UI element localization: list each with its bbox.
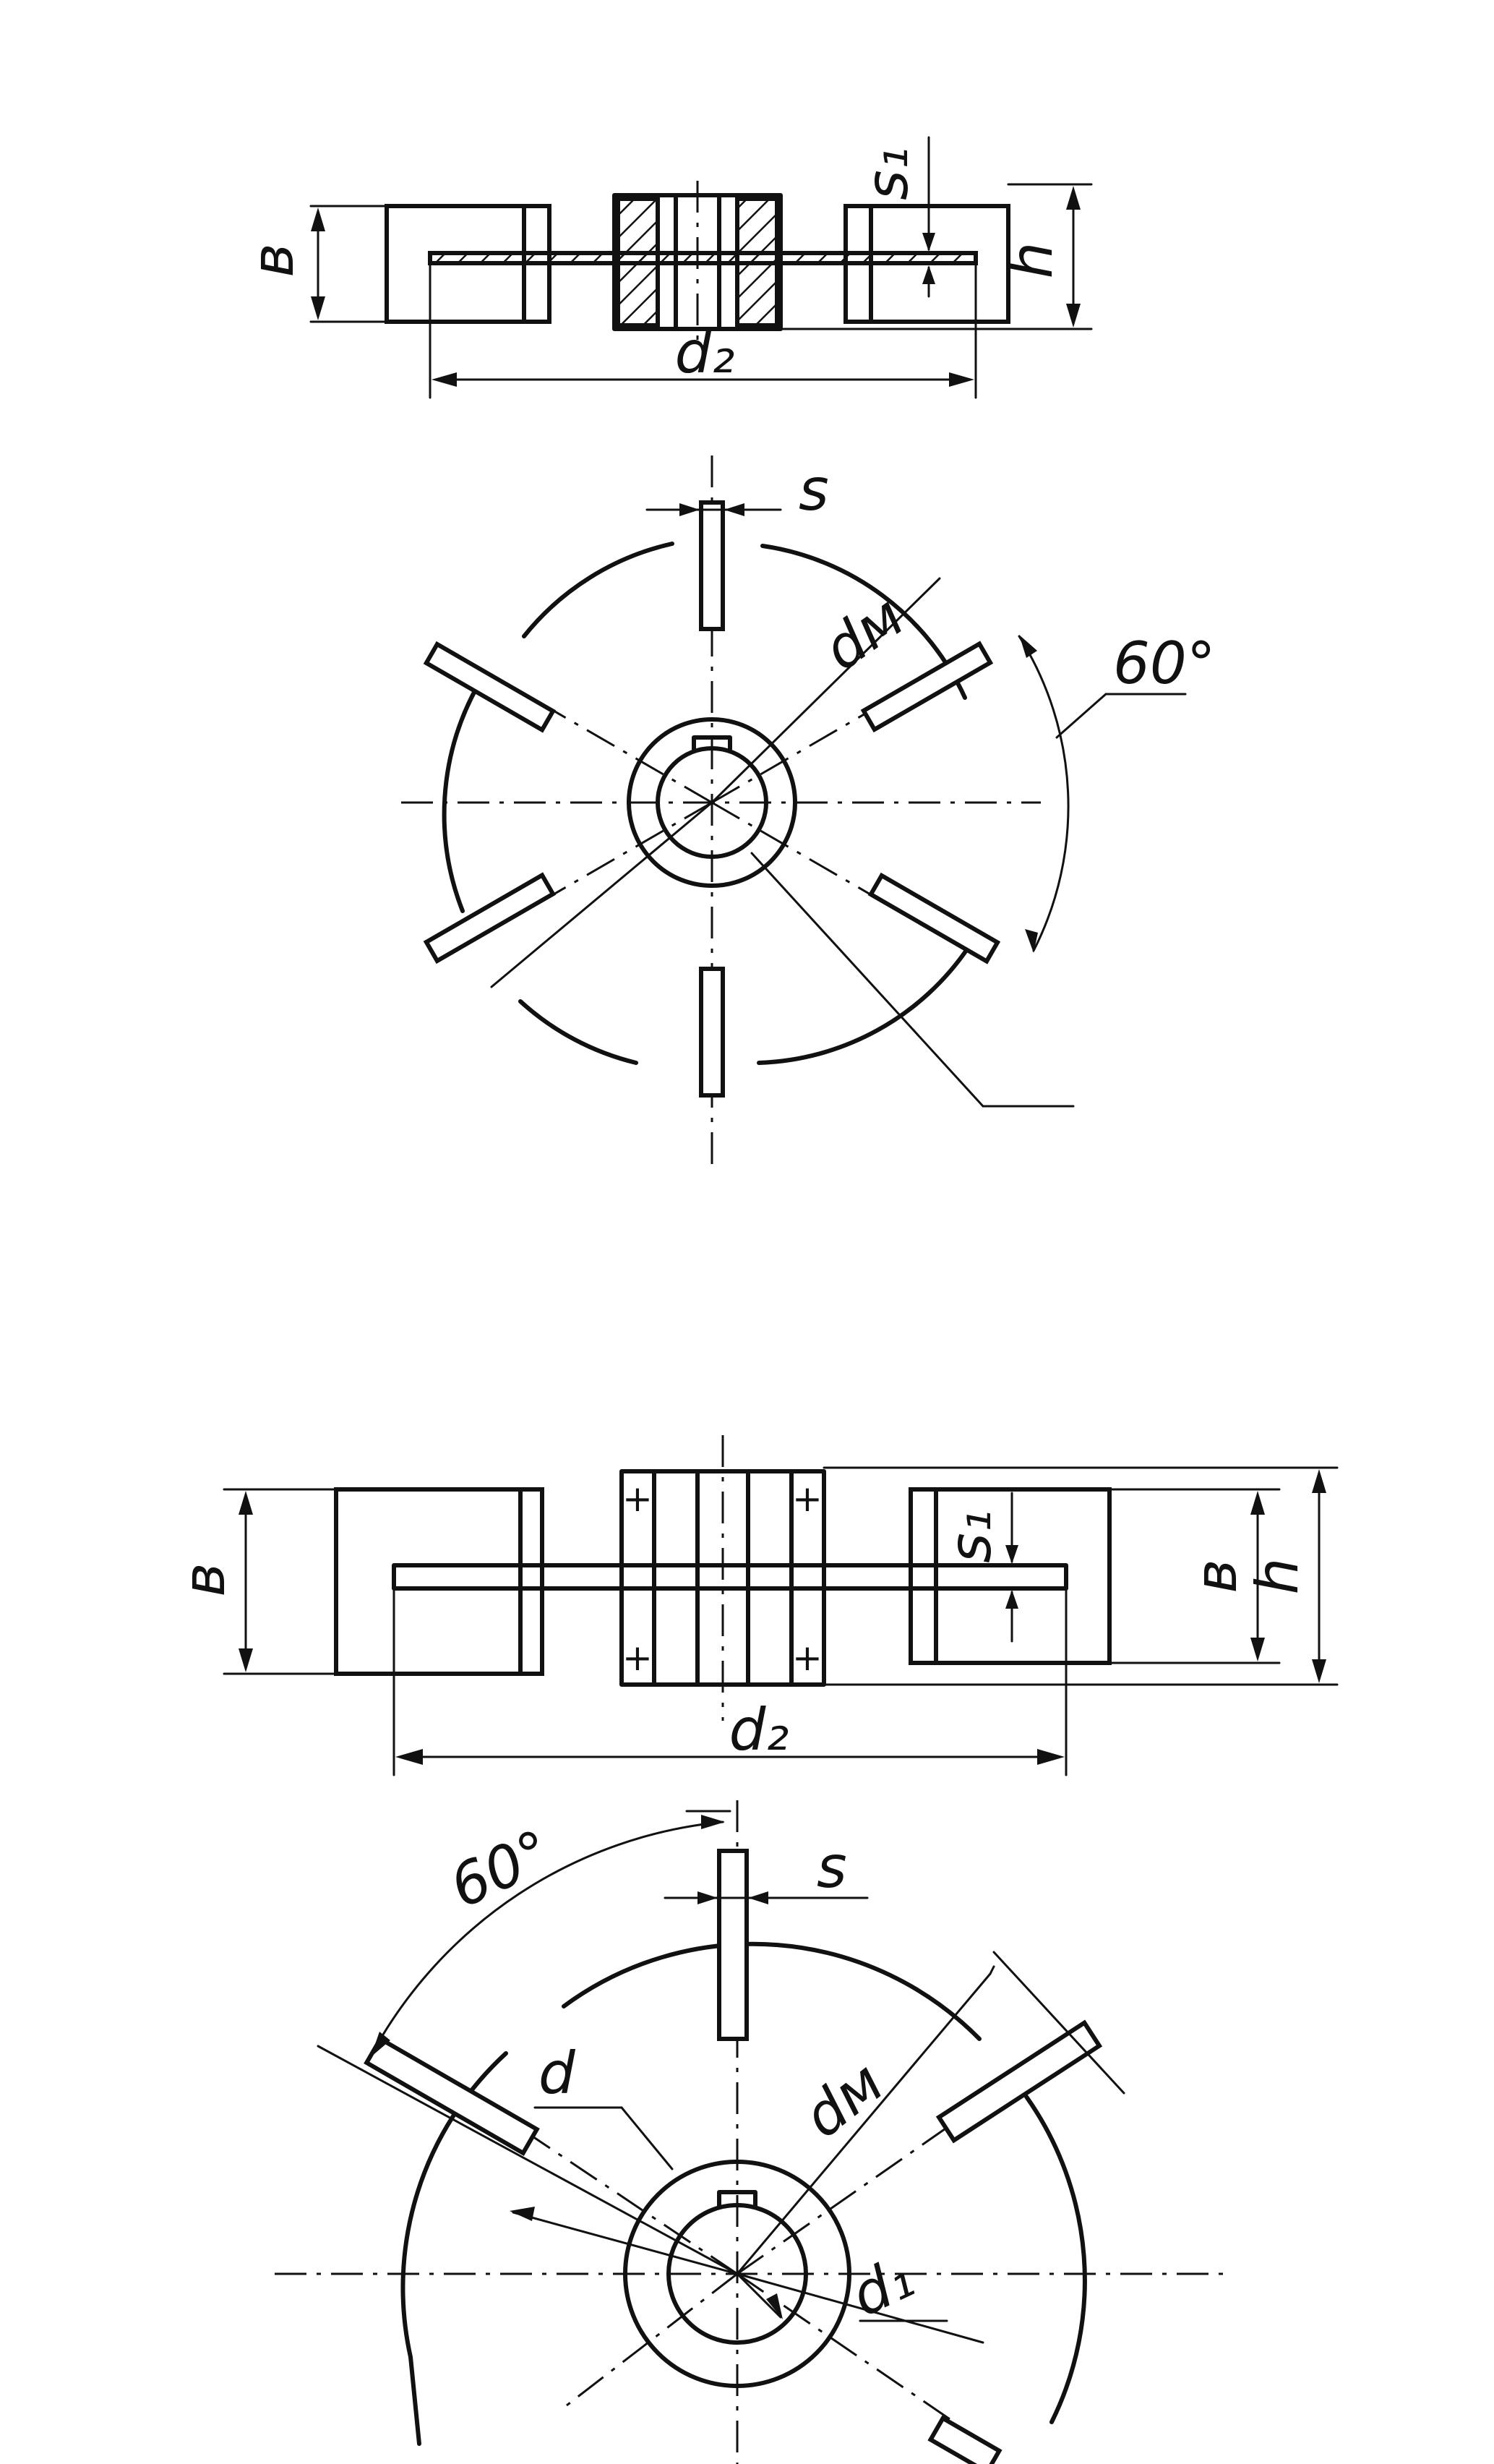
top-blade-sw [423, 872, 557, 964]
top-label-angle: 60° [1113, 630, 1216, 697]
bottom-blade-ne [935, 2019, 1103, 2144]
bottom-label-b-left: в [171, 1562, 238, 1596]
top-label-d2: d₂ [675, 319, 735, 386]
top-label-s: s [799, 456, 829, 523]
svg-text:+: + [622, 1478, 653, 1520]
bottom-label-h: h [1244, 1558, 1311, 1595]
top-label-dm: dм [812, 583, 916, 684]
top-blade-nw [423, 641, 557, 733]
top-side-view: в h s₁ d₂ [239, 136, 1093, 399]
top-blade-south [699, 967, 725, 1098]
top-plan-view: s dм 60° [401, 455, 1216, 1164]
bottom-label-dm: dм [791, 2048, 896, 2151]
bottom-right-blade [909, 1487, 1112, 1665]
bottom-blade-se [927, 2415, 1003, 2464]
svg-text:+: + [622, 1637, 653, 1679]
svg-text:+: + [792, 1478, 823, 1520]
bottom-disc [392, 1563, 1068, 1591]
top-label-s1: s₁ [854, 147, 921, 200]
top-blade-se [867, 872, 1001, 964]
top-label-h: h [998, 242, 1065, 279]
bottom-blade-north [717, 1849, 749, 2041]
bottom-label-b-right: в [1182, 1559, 1250, 1593]
top-disc [428, 251, 978, 265]
bottom-label-d2: d₂ [729, 1696, 789, 1763]
top-blade-north [699, 500, 725, 631]
bottom-label-angle: 60° [440, 1817, 562, 1921]
top-label-b: в [239, 243, 306, 277]
bottom-blade-nw [364, 2035, 540, 2157]
svg-text:+: + [792, 1637, 823, 1679]
bottom-label-d: d [538, 2040, 576, 2107]
bottom-label-s: s [817, 1834, 847, 1901]
bottom-plan-view: s 60° d dм d₁ [275, 1800, 1229, 2464]
bottom-label-d1: d₁ [841, 2243, 924, 2330]
bottom-left-blade [334, 1487, 544, 1676]
bottom-side-view: + + + + в в h s₁ d₂ [171, 1435, 1339, 1776]
top-blade-ne [860, 641, 994, 733]
bottom-label-s1: s₁ [937, 1510, 1004, 1563]
